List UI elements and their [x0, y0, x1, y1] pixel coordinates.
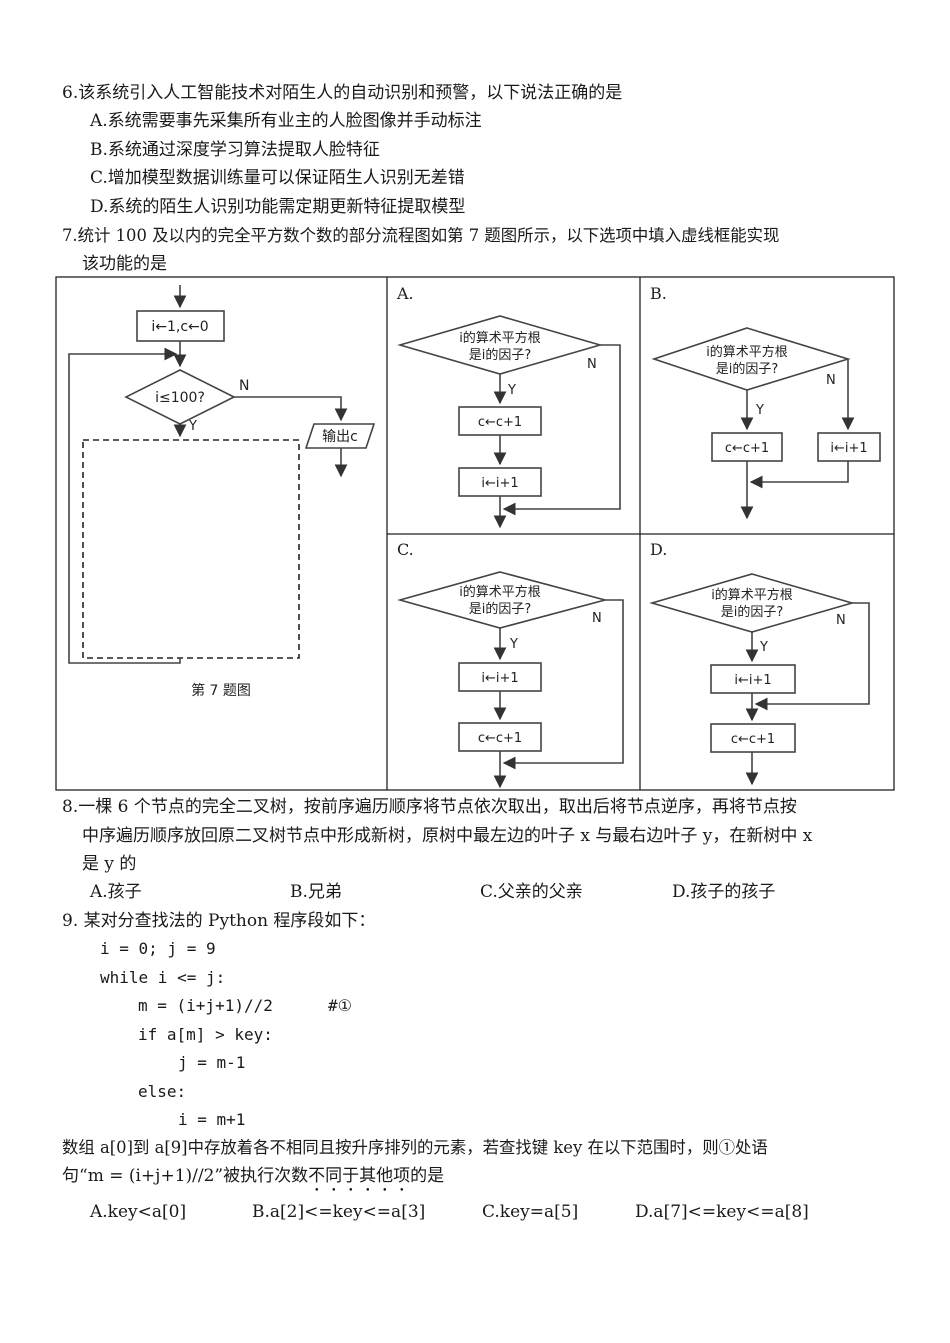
q8-line1: 8.一棵 6 个节点的完全二叉树，按前序遍历顺序将节点依次取出，取出后将节点逆序… [62, 797, 797, 817]
q8-line3: 是 y 的 [82, 854, 137, 874]
panel-d-cond-line2: 是i的因子? [721, 604, 784, 620]
q9-line2-pre: 句“m = (i+j+1)//2”被执行次数 [62, 1166, 309, 1186]
panel-b-no: N [826, 373, 836, 388]
q9-code-comment: #① [328, 996, 352, 1015]
figure-frame [55, 276, 895, 791]
panel-d-box1: i←i+1 [734, 673, 771, 688]
q6-option-c: C.增加模型数据训练量可以保证陌生人识别无差错 [90, 168, 465, 188]
q9-code-line4: if a[m] > key: [138, 1025, 273, 1044]
q9-line2: 句“m = (i+j+1)//2”被执行次数不同于其他项的是 [62, 1165, 444, 1196]
panel-a-box1: c←c+1 [478, 415, 522, 430]
q8-option-d: D.孩子的孩子 [672, 882, 776, 902]
panel-b-label: B. [650, 284, 667, 303]
q7-stem-line1: 7.统计 100 及以内的完全平方数个数的部分流程图如第 7 题图所示，以下选项… [62, 226, 780, 245]
output-label: 输出c [322, 429, 358, 445]
q9-line2-post: 的是 [410, 1166, 445, 1186]
panel-a-cond-line2: 是i的因子? [469, 347, 532, 363]
q9-option-c: C.key=a[5] [482, 1202, 579, 1222]
panel-c-cond-line1: i的算术平方根 [459, 584, 541, 600]
q9-option-d: D.a[7]<=key<=a[8] [635, 1202, 809, 1222]
panel-b-box1: c←c+1 [725, 441, 769, 456]
dashed-placeholder-box [82, 439, 300, 659]
panel-d-flow [649, 573, 870, 786]
panel-c-flow [397, 571, 624, 789]
init-label: i←1,c←0 [151, 319, 208, 335]
panel-c-label: C. [397, 540, 414, 559]
panel-a-box2: i←i+1 [481, 476, 518, 491]
loop-no-label: N [239, 378, 249, 394]
q7-stem-line2: 该功能的是 [82, 254, 167, 274]
panel-b-yes: Y [755, 403, 764, 418]
panel-c-yes: Y [509, 637, 518, 652]
panel-a-flow [397, 315, 621, 529]
q8-line2: 中序遍历顺序放回原二叉树节点中形成新树，原树中最左边的叶子 x 与最右边叶子 y… [82, 826, 813, 846]
output-parallelogram [304, 423, 376, 449]
panel-a-yes: Y [507, 383, 516, 398]
q9-code-line7: i = m+1 [178, 1110, 246, 1129]
figure-caption: 第 7 题图 [191, 682, 251, 699]
panel-b-cond-line2: 是i的因子? [716, 361, 779, 377]
panel-d-no: N [836, 613, 846, 628]
q9-code-line6: else: [138, 1082, 187, 1101]
panel-c-box2: c←c+1 [478, 731, 522, 746]
loop-yes-label: Y [188, 419, 197, 434]
q6-option-b: B.系统通过深度学习算法提取人脸特征 [90, 140, 380, 160]
q8-option-a: A.孩子 [90, 882, 142, 902]
q8-option-b: B.兄弟 [290, 882, 342, 902]
panel-d-label: D. [650, 540, 667, 559]
panel-d-cond-line1: i的算术平方根 [711, 587, 793, 603]
q9-option-a: A.key<a[0] [90, 1202, 187, 1222]
panel-b-flow [651, 327, 881, 520]
panel-d-box2: c←c+1 [731, 732, 775, 747]
q6-option-d: D.系统的陌生人识别功能需定期更新特征提取模型 [90, 197, 466, 217]
q9-code-line5: j = m-1 [178, 1053, 246, 1072]
q9-code-line1: i = 0; j = 9 [100, 939, 216, 958]
panel-c-no: N [592, 611, 602, 626]
q9-option-b: B.a[2]<=key<=a[3] [252, 1202, 426, 1222]
loop-condition-label: i≤100? [155, 390, 205, 406]
q9-line1: 数组 a[0]到 a[9]中存放着各不相同且按升序排列的元素，若查找键 key … [62, 1138, 768, 1157]
panel-d-yes: Y [759, 640, 768, 655]
panel-b-cond-line1: i的算术平方根 [706, 344, 788, 360]
q9-code-line2: while i <= j: [100, 968, 226, 987]
q9-code-line3: m = (i+j+1)//2 [138, 996, 273, 1015]
q9-stem: 9. 某对分查找法的 Python 程序段如下： [62, 911, 376, 931]
panel-b-box2: i←i+1 [830, 441, 867, 456]
q6-option-a: A.系统需要事先采集所有业主的人脸图像并手动标注 [90, 111, 482, 131]
q8-option-c: C.父亲的父亲 [480, 882, 583, 902]
panel-a-cond-line1: i的算术平方根 [459, 330, 541, 346]
panel-a-label: A. [396, 284, 414, 303]
q6-stem: 6.该系统引入人工智能技术对陌生人的自动识别和预警，以下说法正确的是 [62, 83, 623, 103]
main-flowchart [68, 285, 376, 664]
panel-c-box1: i←i+1 [481, 671, 518, 686]
panel-a-no: N [587, 357, 597, 372]
panel-c-cond-line2: 是i的因子? [469, 601, 532, 617]
q9-line2-emphasis: 不同于其他项 [308, 1166, 411, 1186]
